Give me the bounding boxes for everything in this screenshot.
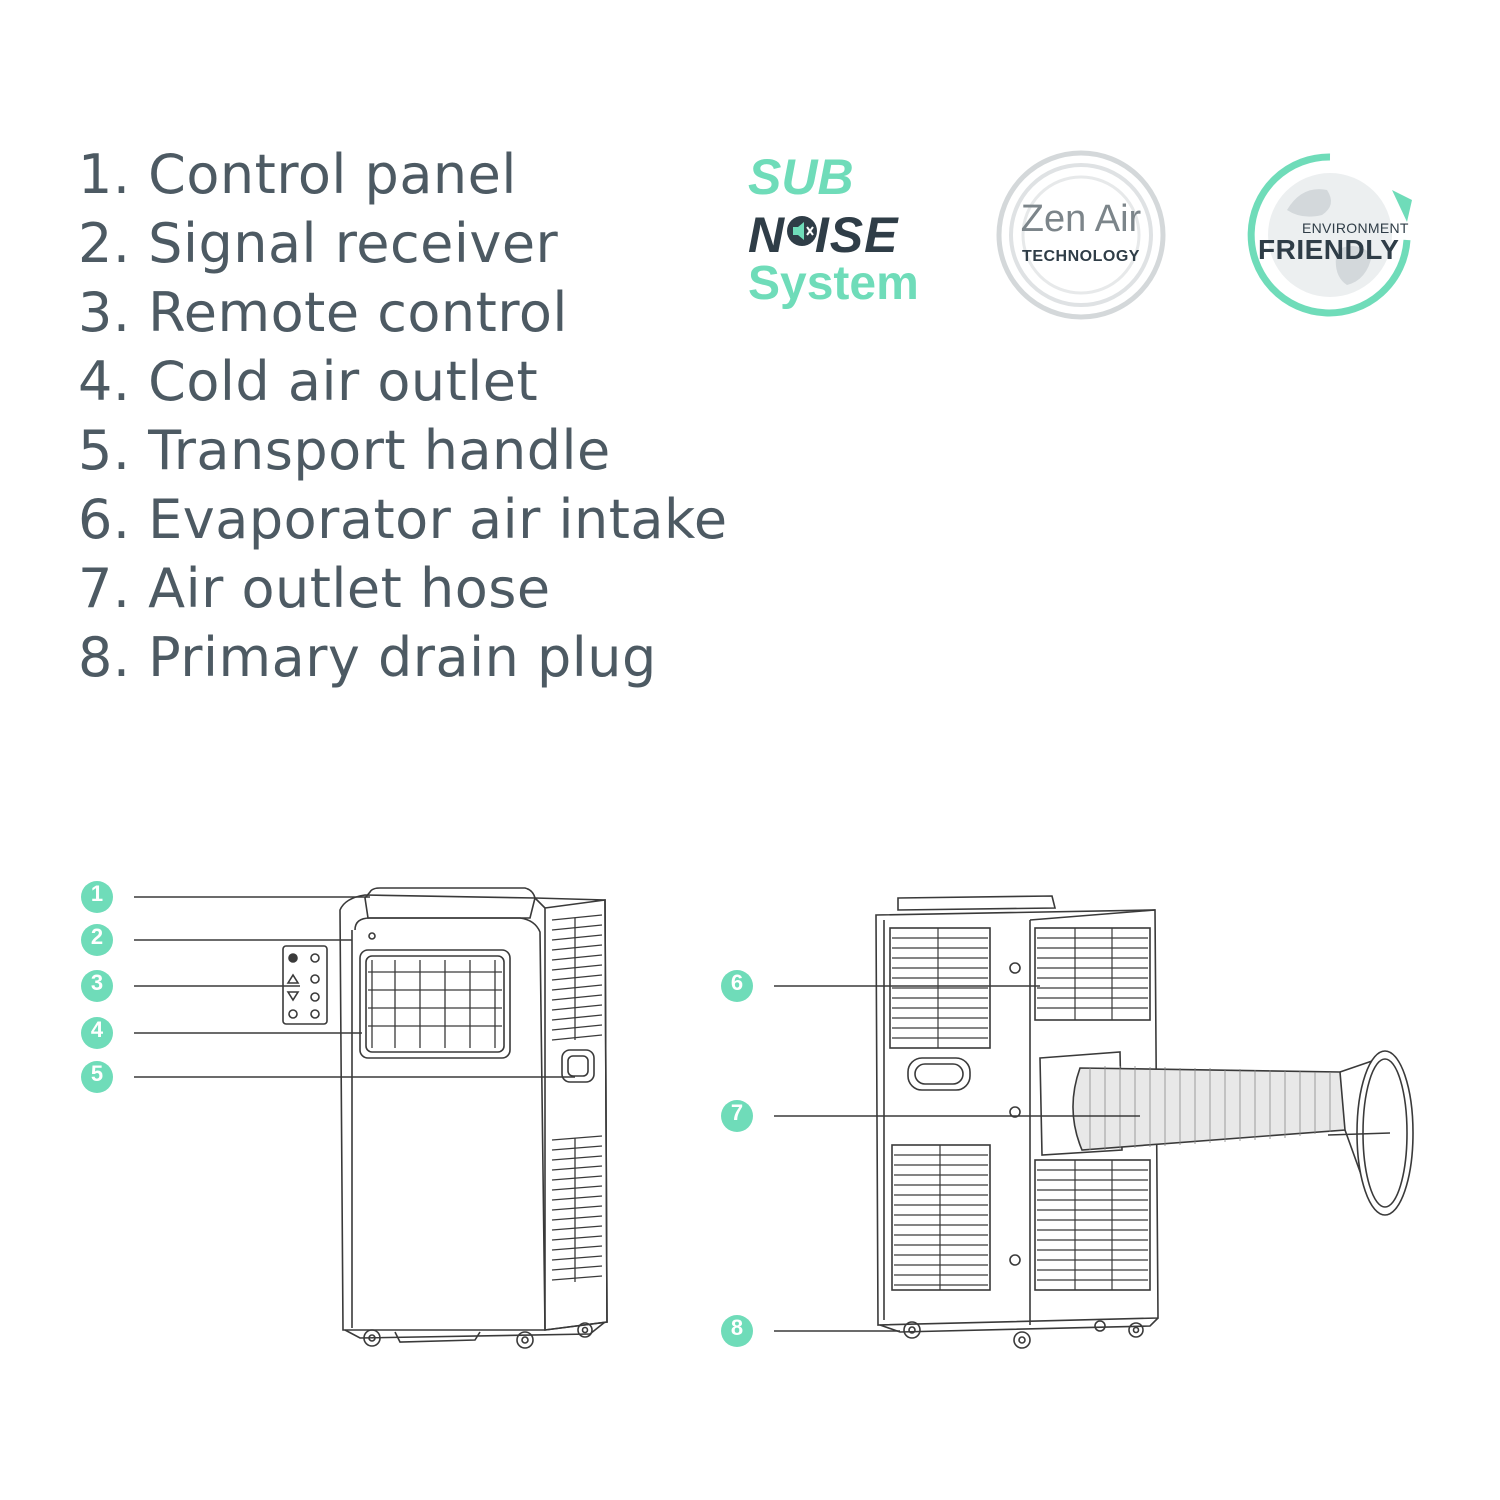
callout-6: 6 (721, 970, 753, 1002)
zen-air-badge: Zen Air TECHNOLOGY (996, 150, 1166, 320)
globe-recycle-icon (1247, 153, 1412, 317)
part-item-cold-air-outlet: 4. Cold air outlet (78, 350, 539, 413)
part-item-remote-control: 3. Remote control (78, 281, 568, 344)
sub-noise-line1: SUB (748, 149, 854, 205)
callout-8: 8 (721, 1315, 753, 1347)
zen-rings-icon (996, 150, 1166, 320)
callout-4: 4 (81, 1017, 113, 1049)
zen-air-subtitle: TECHNOLOGY (1022, 248, 1140, 265)
environment-main-label: FRIENDLY (1258, 234, 1400, 265)
front-unit-drawing (282, 887, 608, 1349)
part-item-transport-handle: 5. Transport handle (78, 419, 611, 482)
callout-2: 2 (81, 924, 113, 956)
callout-lines (134, 896, 1140, 1332)
part-item-air-outlet-hose: 7. Air outlet hose (78, 557, 551, 620)
part-item-signal-receiver: 2. Signal receiver (78, 212, 559, 275)
part-item-control-panel: 1. Control panel (78, 143, 517, 206)
environment-friendly-badge: ENVIRONMENT FRIENDLY (1242, 150, 1422, 320)
parts-list: 1. Control panel 2. Signal receiver 3. R… (78, 140, 728, 692)
callout-3: 3 (81, 970, 113, 1002)
part-item-evaporator-air-intake: 6. Evaporator air intake (78, 488, 728, 551)
part-item-primary-drain-plug: 8. Primary drain plug (78, 626, 657, 689)
zen-air-title: Zen Air (1020, 198, 1142, 240)
callout-1: 1 (81, 881, 113, 913)
mute-speaker-icon (787, 216, 817, 246)
callout-7: 7 (721, 1100, 753, 1132)
environment-top-label: ENVIRONMENT (1302, 220, 1409, 236)
callout-5: 5 (81, 1061, 113, 1093)
sub-noise-line3: System (748, 257, 919, 310)
back-unit-drawing (875, 895, 1414, 1349)
sub-noise-badge: SUB N ISE System (748, 148, 928, 318)
sub-noise-line2: N ISE (748, 207, 899, 263)
